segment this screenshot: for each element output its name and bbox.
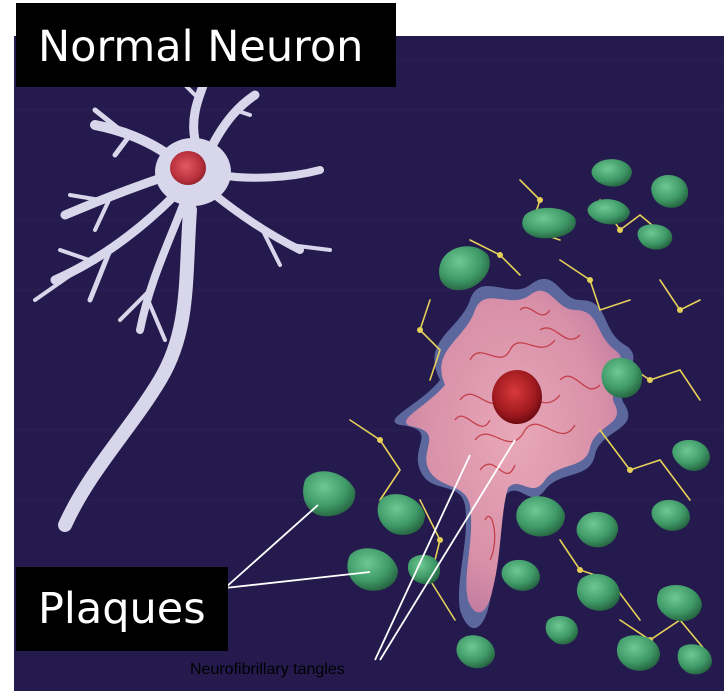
normal-neuron-label-text: Normal Neuron bbox=[38, 22, 363, 72]
plaques-label: Plaques bbox=[16, 567, 228, 651]
plaques-label-text: Plaques bbox=[38, 584, 206, 634]
normal-neuron-label: Normal Neuron bbox=[16, 3, 396, 87]
tangles-caption: Neurofibrillary tangles bbox=[190, 661, 400, 679]
diseased-neuron-nucleus bbox=[492, 370, 542, 424]
normal-neuron-nucleus bbox=[170, 151, 206, 185]
